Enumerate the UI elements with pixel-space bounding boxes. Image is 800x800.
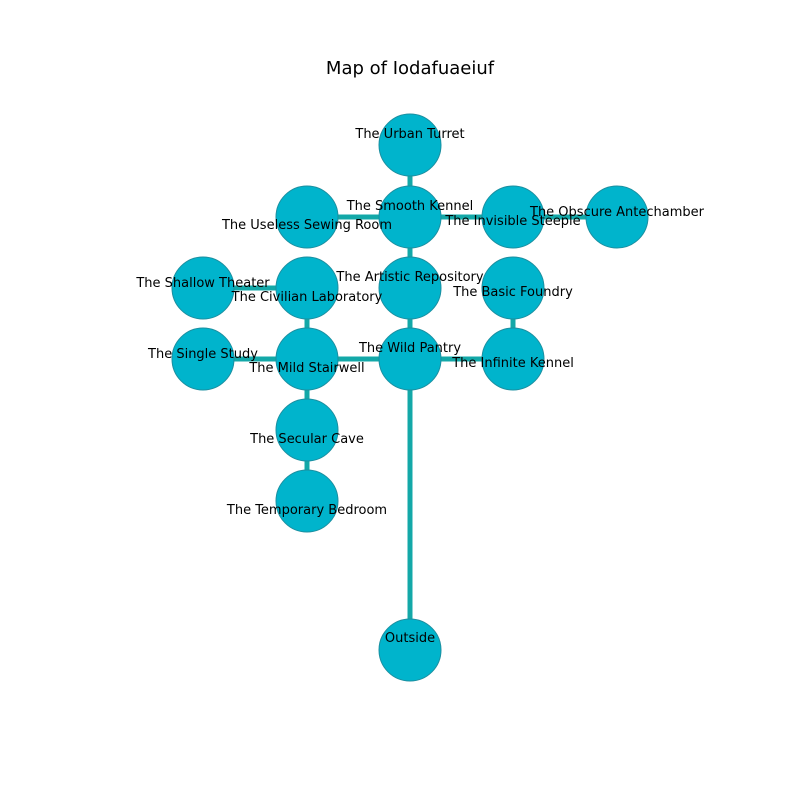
- room-label-artistic-repository: The Artistic Repository: [335, 270, 483, 285]
- room-node-artistic-repository: [378, 256, 442, 320]
- room-label-basic-foundry: The Basic Foundry: [452, 285, 573, 300]
- room-label-obscure-antechamber: The Obscure Antechamber: [529, 205, 705, 220]
- room-node-temporary-bedroom: [275, 469, 339, 533]
- room-node-single-study: [171, 327, 235, 391]
- room-label-outside: Outside: [385, 631, 435, 646]
- room-label-temporary-bedroom: The Temporary Bedroom: [226, 503, 387, 518]
- room-label-invisible-steeple: The Invisible Steeple: [444, 214, 580, 229]
- room-label-single-study: The Single Study: [147, 347, 258, 362]
- room-label-shallow-theater: The Shallow Theater: [135, 276, 270, 291]
- room-node-secular-cave: [275, 398, 339, 462]
- room-label-secular-cave: The Secular Cave: [249, 432, 364, 447]
- room-label-wild-pantry: The Wild Pantry: [358, 341, 461, 356]
- room-node-obscure-antechamber: [585, 185, 649, 249]
- room-node-civilian-laboratory: [275, 256, 339, 320]
- room-node-outside: [378, 618, 442, 682]
- room-node-infinite-kennel: [481, 327, 545, 391]
- room-node-urban-turret: [378, 113, 442, 177]
- room-label-mild-stairwell: The Mild Stairwell: [248, 361, 364, 376]
- rooms-layer: [171, 113, 649, 682]
- room-label-civilian-laboratory: The Civilian Laboratory: [231, 290, 383, 305]
- room-label-infinite-kennel: The Infinite Kennel: [451, 356, 574, 371]
- room-node-basic-foundry: [481, 256, 545, 320]
- room-node-useless-sewing-room: [275, 185, 339, 249]
- room-node-wild-pantry: [378, 327, 442, 391]
- room-label-smooth-kennel: The Smooth Kennel: [346, 199, 474, 214]
- room-node-shallow-theater: [171, 256, 235, 320]
- map-title: Map of Iodafuaeiuf: [326, 58, 495, 79]
- room-node-mild-stairwell: [275, 327, 339, 391]
- room-node-smooth-kennel: [378, 185, 442, 249]
- room-label-useless-sewing-room: The Useless Sewing Room: [221, 218, 392, 233]
- room-label-urban-turret: The Urban Turret: [354, 127, 464, 142]
- room-node-invisible-steeple: [481, 185, 545, 249]
